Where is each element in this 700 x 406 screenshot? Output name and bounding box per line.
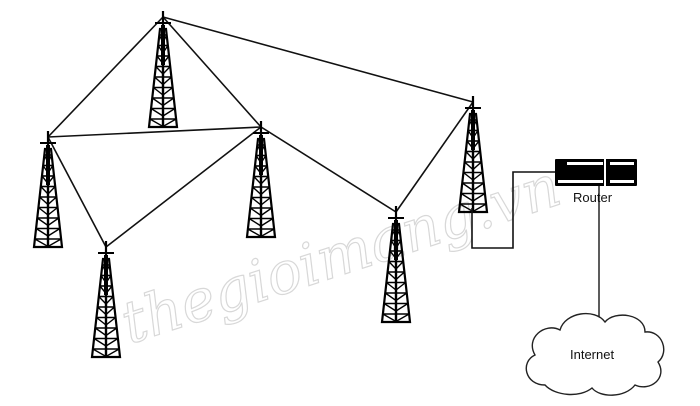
- tower-2: [32, 131, 64, 249]
- tower-1: [147, 11, 179, 129]
- link-tower-2-tower-4: [47, 136, 107, 248]
- link-tower-2-tower-3: [47, 126, 262, 138]
- tower-6: [457, 96, 489, 214]
- tower-3: [245, 121, 277, 239]
- internet-cloud: [525, 312, 665, 396]
- watermark: thegioimang.vn: [113, 151, 568, 357]
- tower-5: [380, 206, 412, 324]
- router-label: Router: [573, 190, 613, 205]
- link-tower-3-tower-5: [260, 126, 397, 213]
- towers: [32, 11, 489, 359]
- link-tower-5-tower-6: [395, 101, 474, 213]
- router-cable: [471, 171, 556, 249]
- router: [555, 159, 637, 186]
- internet-label: Internet: [570, 347, 614, 362]
- tower-4: [90, 241, 122, 359]
- link-tower-4-tower-3: [105, 126, 262, 248]
- link-tower-1-tower-6: [162, 16, 474, 103]
- wireless-links: [47, 16, 474, 248]
- link-tower-1-tower-3: [162, 16, 262, 128]
- link-tower-1-tower-2: [47, 16, 164, 138]
